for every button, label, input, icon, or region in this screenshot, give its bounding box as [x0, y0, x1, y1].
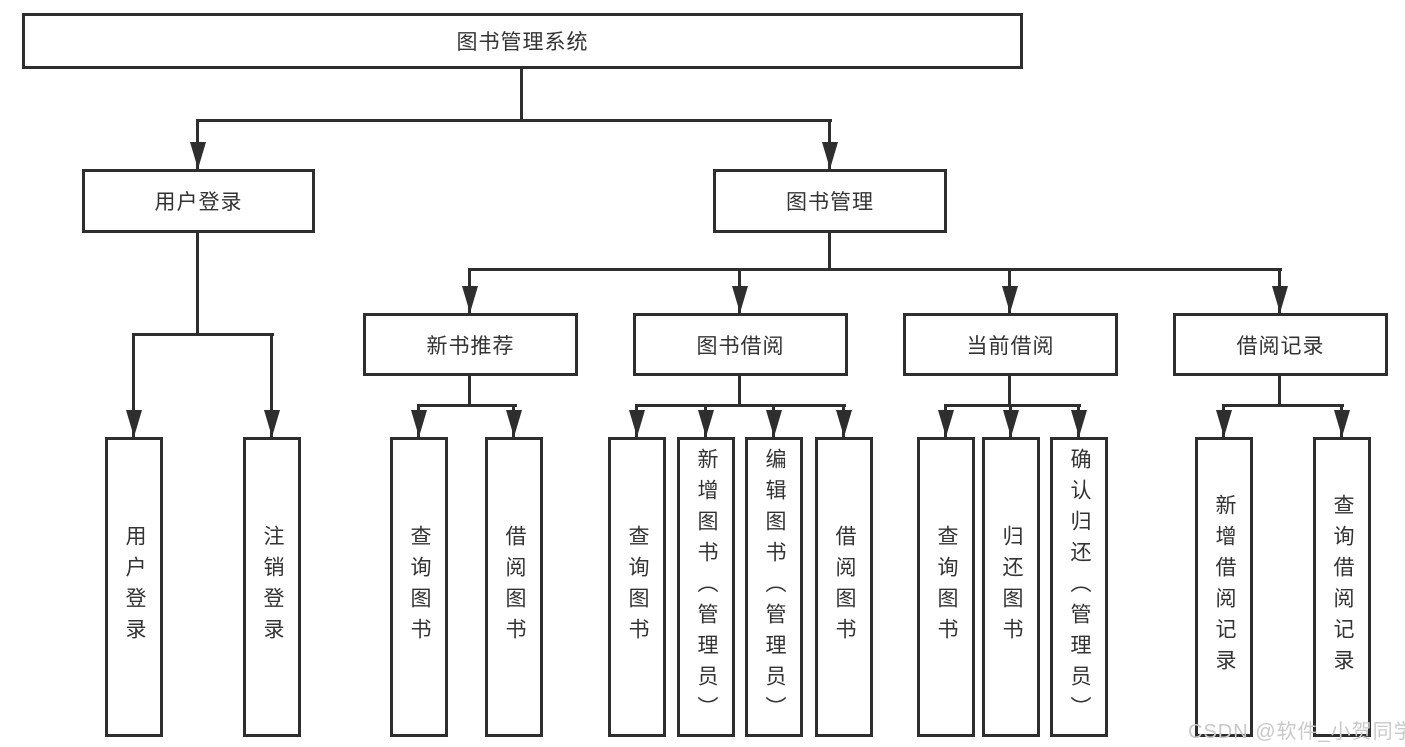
leaf-logout-login-label: 注销登录 — [261, 525, 284, 649]
leaf-logout-login: 注销登录 — [243, 437, 301, 737]
leaf-borrow-query-books: 查询图书 — [608, 437, 666, 737]
arrow-down-icon — [264, 410, 280, 437]
arrow-down-icon — [1272, 286, 1288, 313]
connector-line — [1008, 376, 1011, 407]
node-new-book-recommend-label: 新书推荐 — [426, 334, 515, 358]
arrow-down-icon — [1334, 410, 1350, 437]
connector-line — [944, 404, 1081, 407]
leaf-newbook-borrow-books-label: 借阅图书 — [503, 525, 526, 649]
connector-line — [132, 333, 135, 437]
arrow-down-icon — [698, 410, 714, 437]
leaf-records-add-record-label: 新增借阅记录 — [1213, 494, 1236, 680]
watermark: CSDN @软件_小贺同学 — [1188, 721, 1405, 743]
connector-line — [468, 268, 1282, 271]
arrow-down-icon — [629, 410, 645, 437]
leaf-current-confirm-return-admin: 确认归还（管理员） — [1050, 437, 1108, 737]
connector-line — [1222, 404, 1344, 407]
leaf-borrow-borrow-books-label: 借阅图书 — [833, 525, 856, 649]
connector-line — [1278, 376, 1281, 407]
leaf-borrow-edit-books-admin: 编辑图书（管理员） — [745, 437, 803, 737]
leaf-newbook-borrow-books: 借阅图书 — [485, 437, 543, 737]
leaf-borrow-edit-books-admin-label: 编辑图书（管理员） — [763, 447, 786, 727]
leaf-borrow-borrow-books: 借阅图书 — [815, 437, 873, 737]
node-current-borrow-label: 当前借阅 — [966, 334, 1055, 358]
arrow-down-icon — [766, 410, 782, 437]
arrow-down-icon — [506, 410, 522, 437]
leaf-newbook-query-books-label: 查询图书 — [408, 525, 431, 649]
node-new-book-recommend: 新书推荐 — [363, 313, 578, 376]
node-borrow-records: 借阅记录 — [1173, 313, 1388, 376]
leaf-current-confirm-return-admin-label: 确认归还（管理员） — [1068, 447, 1091, 727]
connector-line — [520, 68, 523, 122]
node-user-login: 用户登录 — [82, 169, 315, 233]
arrow-down-icon — [1071, 410, 1087, 437]
leaf-current-query-books-label: 查询图书 — [935, 525, 958, 649]
arrow-down-icon — [1003, 410, 1019, 437]
arrow-down-icon — [411, 410, 427, 437]
arrow-down-icon — [462, 286, 478, 313]
leaf-borrow-add-books-admin: 新增图书（管理员） — [677, 437, 735, 737]
node-library-system-root: 图书管理系统 — [22, 13, 1023, 69]
leaf-records-query-record: 查询借阅记录 — [1313, 437, 1371, 737]
connector-line — [270, 333, 273, 437]
arrow-down-icon — [1216, 410, 1232, 437]
leaf-user-login: 用户登录 — [105, 437, 163, 737]
leaf-newbook-query-books: 查询图书 — [390, 437, 448, 737]
connector-line — [132, 333, 274, 336]
connector-line — [635, 404, 846, 407]
arrow-down-icon — [938, 410, 954, 437]
node-book-borrow: 图书借阅 — [633, 313, 848, 376]
node-book-management: 图书管理 — [713, 169, 947, 233]
leaf-records-add-record: 新增借阅记录 — [1195, 437, 1253, 737]
connector-line — [196, 233, 199, 335]
arrow-down-icon — [1002, 286, 1018, 313]
node-user-login-label: 用户登录 — [154, 191, 243, 214]
leaf-user-login-label: 用户登录 — [123, 525, 146, 649]
arrow-down-icon — [126, 410, 142, 437]
leaf-borrow-add-books-admin-label: 新增图书（管理员） — [695, 447, 718, 727]
leaf-records-query-record-label: 查询借阅记录 — [1331, 494, 1354, 680]
arrow-down-icon — [836, 410, 852, 437]
node-current-borrow: 当前借阅 — [903, 313, 1118, 376]
arrow-down-icon — [190, 142, 206, 169]
connector-line — [468, 376, 471, 407]
node-book-borrow-label: 图书借阅 — [696, 334, 785, 358]
arrow-down-icon — [732, 286, 748, 313]
leaf-current-return-books: 归还图书 — [982, 437, 1040, 737]
leaf-borrow-query-books-label: 查询图书 — [626, 525, 649, 649]
connector-line — [828, 233, 831, 271]
node-book-management-label: 图书管理 — [786, 191, 874, 214]
connector-line — [738, 376, 741, 407]
node-library-system-root-label: 图书管理系统 — [456, 31, 589, 54]
leaf-current-return-books-label: 归还图书 — [1000, 525, 1023, 649]
connector-line — [196, 119, 832, 122]
node-borrow-records-label: 借阅记录 — [1236, 334, 1325, 358]
arrow-down-icon — [822, 142, 838, 169]
connector-line — [417, 404, 517, 407]
leaf-current-query-books: 查询图书 — [917, 437, 975, 737]
